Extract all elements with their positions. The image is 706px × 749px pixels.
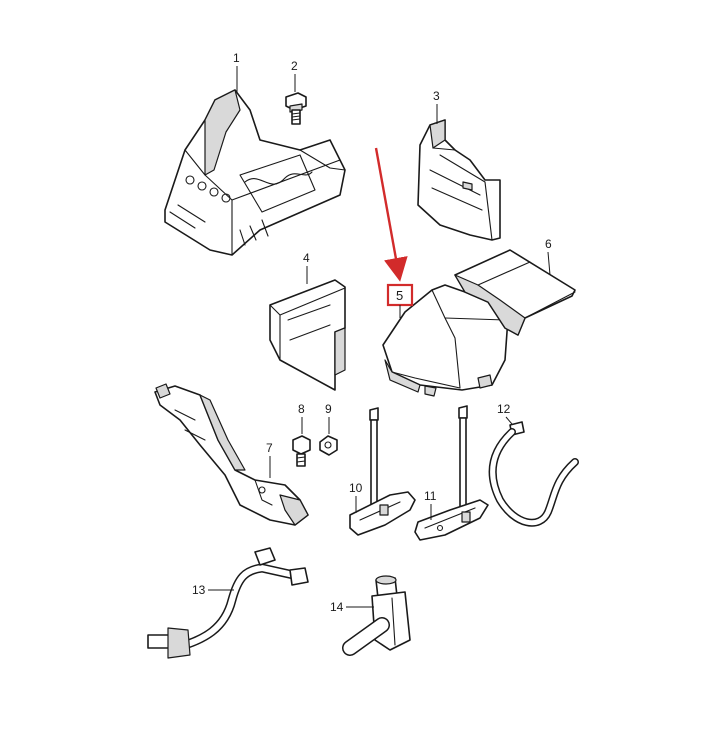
callout-12: 12 (497, 402, 513, 425)
callout-14: 14 (330, 600, 374, 614)
callout-11-label: 11 (424, 489, 437, 503)
callout-5-label: 5 (396, 288, 403, 303)
callout-8-label: 8 (298, 402, 305, 416)
part-8-bolt (292, 435, 311, 467)
callout-5-highlighted: 5 (386, 283, 414, 318)
callout-2: 2 (291, 59, 298, 92)
callout-10: 10 (349, 481, 363, 513)
part-14-elbow-connector (342, 575, 411, 656)
part-5-battery-cover (382, 284, 509, 397)
callout-6: 6 (545, 237, 552, 276)
callout-3: 3 (433, 89, 440, 124)
part-10-clamp-rod (349, 407, 416, 536)
callout-7-label: 7 (266, 441, 273, 455)
callout-9: 9 (325, 402, 332, 434)
callout-7: 7 (266, 441, 273, 478)
callout-1: 1 (233, 51, 240, 92)
callout-14-label: 14 (330, 600, 344, 614)
part-3-bracket (417, 119, 501, 241)
callout-10-label: 10 (349, 481, 363, 495)
part-9-nut (319, 435, 338, 456)
callout-3-label: 3 (433, 89, 440, 103)
highlight-arrow (374, 147, 408, 282)
part-1-battery-tray (164, 89, 346, 256)
part-13-vent-pipe (147, 547, 309, 659)
callout-12-label: 12 (497, 402, 511, 416)
callout-4-label: 4 (303, 251, 310, 265)
part-11-clamp-rod (414, 405, 489, 541)
callout-13-label: 13 (192, 583, 206, 597)
callout-9-label: 9 (325, 402, 332, 416)
part-2-bolt (285, 92, 307, 125)
callout-4: 4 (303, 251, 310, 284)
callout-8: 8 (298, 402, 305, 434)
callout-6-label: 6 (545, 237, 552, 251)
callout-1-label: 1 (233, 51, 240, 65)
part-6-insulation-pad (454, 249, 576, 336)
part-12-vent-hose (488, 421, 579, 527)
callout-13: 13 (192, 583, 234, 597)
part-4-heat-shield-plate (269, 279, 346, 391)
callout-11: 11 (424, 489, 437, 520)
part-7-hold-down-bracket (154, 383, 309, 526)
callout-2-label: 2 (291, 59, 298, 73)
